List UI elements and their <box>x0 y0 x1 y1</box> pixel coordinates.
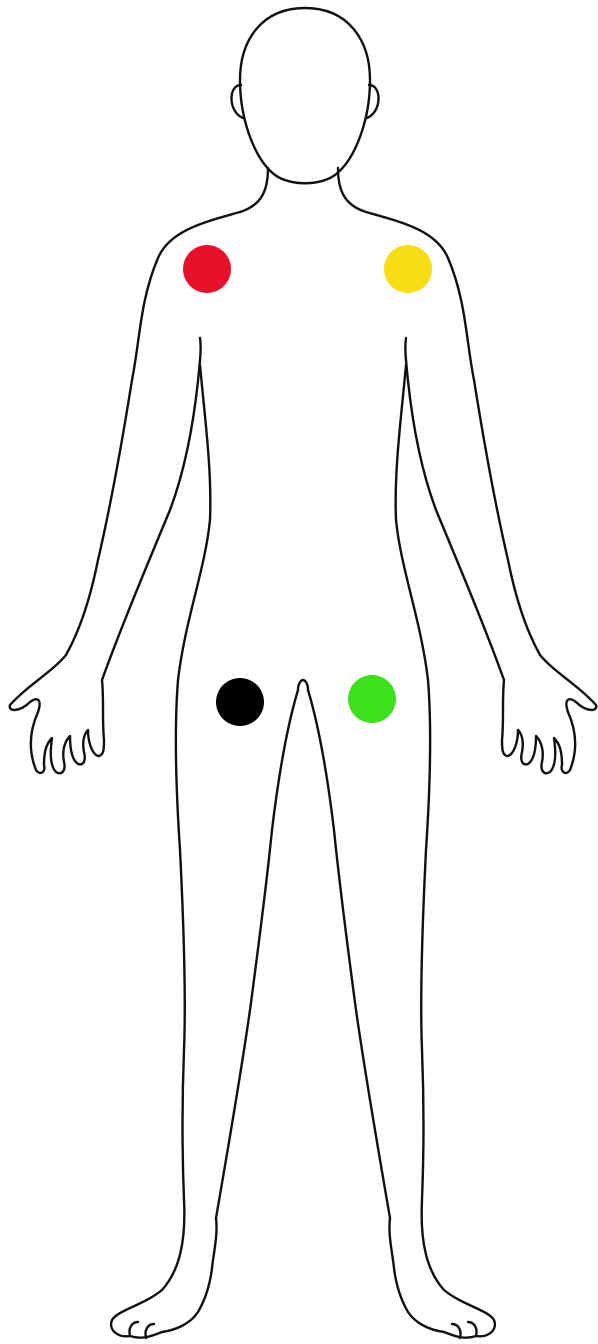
right-torso-leg-contour <box>111 365 216 1338</box>
head-outline <box>240 8 370 183</box>
right-thigh-marker[interactable] <box>216 678 264 726</box>
left-torso-leg-contour <box>389 365 494 1338</box>
crotch-contour <box>298 680 308 690</box>
left-shoulder-marker[interactable] <box>384 245 432 293</box>
right-shoulder-marker[interactable] <box>183 245 231 293</box>
left-thigh-marker[interactable] <box>348 675 396 723</box>
right-leg-inner-contour <box>216 690 298 1218</box>
left-leg-inner-contour <box>308 690 390 1218</box>
